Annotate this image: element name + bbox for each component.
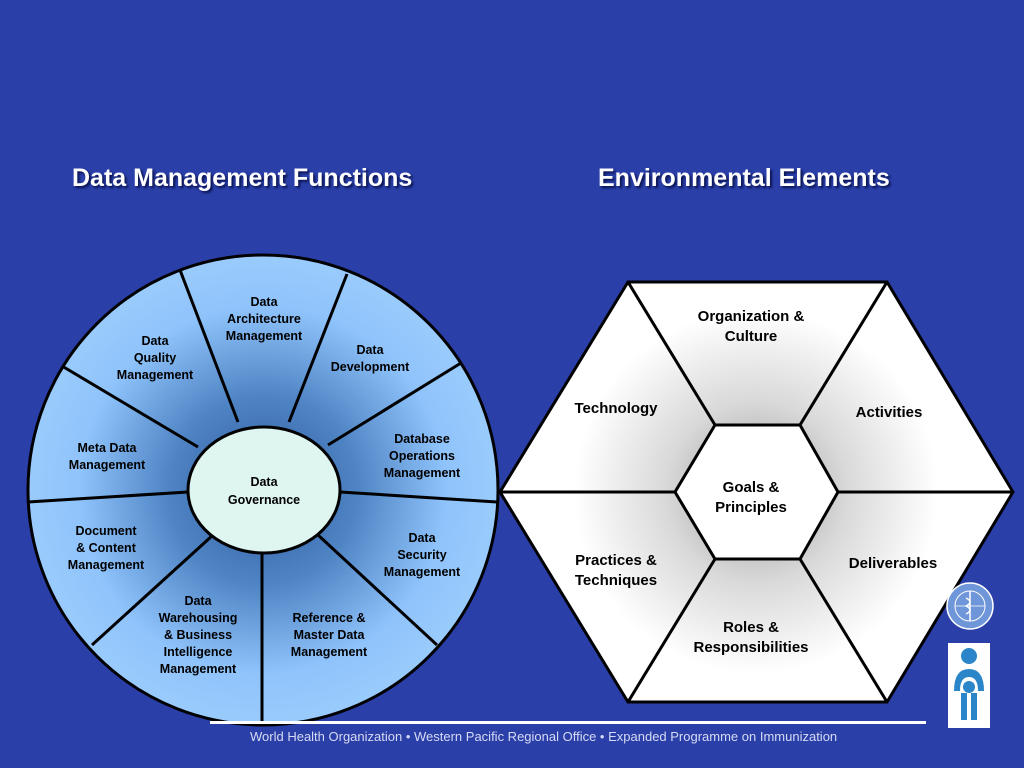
wheel-segment-label: Operations (389, 449, 455, 463)
wheel-segment-label: Database (394, 432, 450, 446)
wheel-segment-label: Data (408, 531, 436, 545)
wheel-spoke (61, 364, 199, 449)
wheel-segment-label: Meta Data (77, 441, 137, 455)
wheel-spoke (27, 490, 189, 504)
footer-credit: World Health Organization • Western Paci… (250, 729, 838, 744)
footer-divider (210, 721, 926, 724)
wheel-segment-label: & Content (76, 541, 137, 555)
wheel-segment-label: Architecture (227, 312, 301, 326)
hexagon-element-label: Culture (725, 328, 778, 345)
hexagon-dividers (500, 281, 1013, 703)
center-label-line-2: Principles (715, 499, 787, 516)
wheel-segment-label: Quality (134, 351, 176, 365)
wheel-spoke (90, 533, 215, 647)
hexagon-element-label: Organization & (698, 308, 805, 325)
wheel-segment-label: Management (68, 558, 145, 572)
center-label-line-1: Goals & (723, 479, 780, 496)
wheel-segment-label: Warehousing (159, 611, 238, 625)
wheel-segment-label: Security (397, 548, 446, 562)
wheel-spoke (287, 273, 349, 423)
hub-label-line-2: Governance (228, 493, 300, 507)
wheel-segment-label: Document (75, 524, 137, 538)
wheel-segment-label: Data (184, 594, 212, 608)
wheel-segment-label: Intelligence (164, 645, 233, 659)
wheel-segment-label: Master Data (294, 628, 366, 642)
wheel-segment-label: Management (160, 662, 237, 676)
data-governance-hub (186, 425, 342, 555)
wheel-segment-label: Data (141, 334, 169, 348)
wheel-segment-label: Data (250, 295, 278, 309)
hexagon-element-label: Practices & (575, 552, 657, 569)
data-management-functions-title: Data Management Functions (72, 164, 413, 192)
immunization-figure-icon (954, 648, 984, 720)
who-emblem-icon (946, 582, 994, 630)
wheel-segment-label: Management (291, 645, 368, 659)
wheel-segment-label: Reference & (293, 611, 366, 625)
wheel-spoke (327, 361, 462, 447)
wheel-segment-label: & Business (164, 628, 232, 642)
environmental-elements-hexagon: Goals & Principles Organization & Culture… (498, 280, 1015, 704)
environmental-elements-title: Environmental Elements (598, 164, 890, 192)
wheel-segment-label: Management (384, 466, 461, 480)
hexagon-element-label: Activities (856, 404, 923, 421)
hub-label-line-1: Data (250, 475, 278, 489)
wheel-spoke (316, 533, 439, 647)
wheel-segment-label: Management (384, 565, 461, 579)
wheel-segment-label: Management (69, 458, 146, 472)
wheel-segment-label: Management (117, 368, 194, 382)
wheel-segment-label: Data (356, 343, 384, 357)
data-management-wheel: Data Governance DataArchitectureManageme… (26, 253, 500, 727)
wheel-segment-label: Management (226, 329, 303, 343)
wheel-spoke (339, 490, 498, 504)
goals-principles-hexagon (673, 423, 840, 561)
immunization-logo-box (948, 643, 990, 728)
hexagon-element-label: Responsibilities (693, 639, 808, 656)
hexagon-element-label: Techniques (575, 572, 657, 589)
hexagon-element-label: Roles & (723, 619, 779, 636)
wheel-spoke (178, 269, 240, 423)
hexagon-element-label: Technology (574, 400, 658, 417)
wheel-segment-label: Development (331, 360, 410, 374)
hexagon-element-label: Deliverables (849, 555, 937, 572)
